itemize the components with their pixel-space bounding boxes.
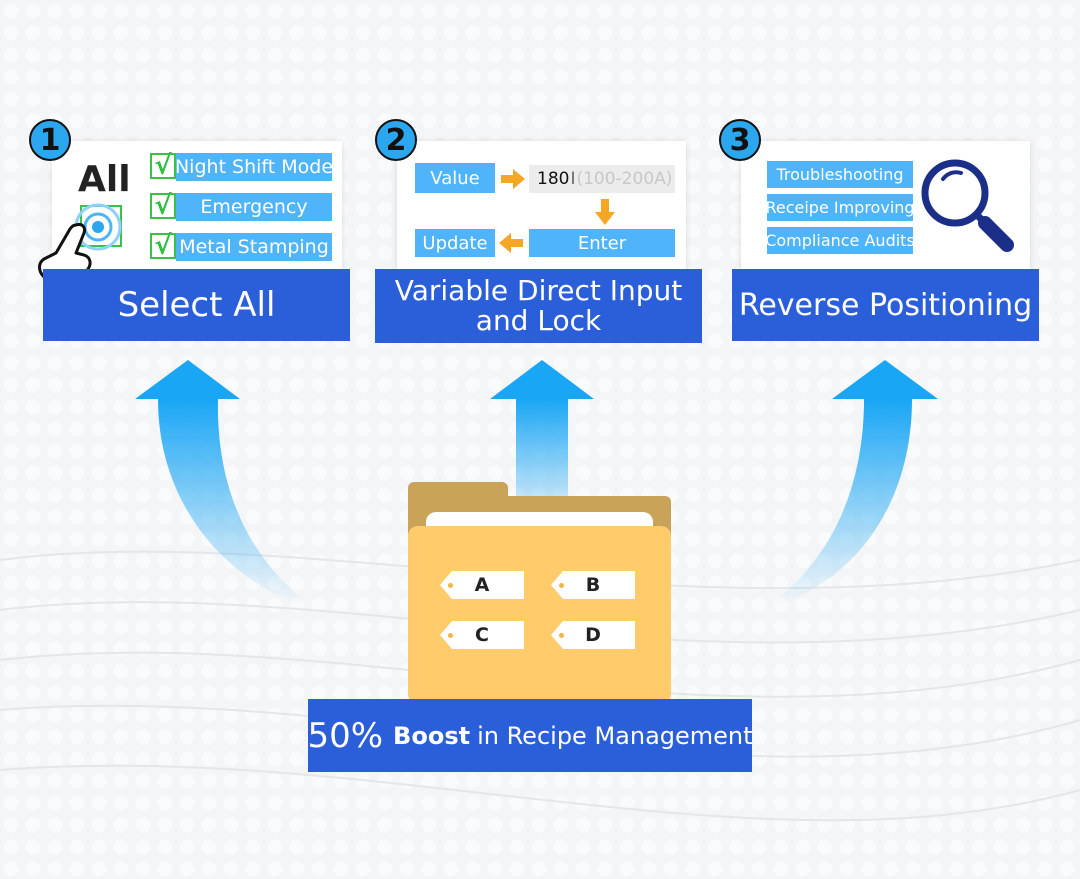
value-input[interactable]: 180 I (100-200A) <box>529 165 675 193</box>
step1-title: Select All <box>43 269 350 341</box>
value-label: Value <box>415 163 495 193</box>
text-cursor-icon: I <box>570 169 576 189</box>
step2-panel: Value 180 I (100-200A) Update Enter <box>397 141 686 271</box>
step2-title: Variable Direct Input and Lock <box>375 269 702 343</box>
boost-banner: 50% Boost in Recipe Management <box>307 699 753 772</box>
arrow-left <box>135 360 310 605</box>
item-compliance-audits[interactable]: Compliance Audits <box>765 227 915 254</box>
option-metal-stamping[interactable]: Metal Stamping <box>176 233 332 261</box>
step2-title-line1: Variable Direct Input <box>394 274 683 307</box>
step1-panel: All √ Night Shift Mode √ Emergency √ Met… <box>38 141 342 289</box>
option-emergency[interactable]: Emergency <box>176 193 332 221</box>
recipe-tag-b[interactable]: B <box>551 571 635 599</box>
arrow-down-icon <box>595 199 615 225</box>
arrow-right-icon <box>501 169 525 189</box>
banner-percent: 50% <box>307 715 384 756</box>
all-label: All <box>78 159 131 200</box>
item-receipe-improving[interactable]: Receipe Improving <box>765 194 915 221</box>
step3-panel: Troubleshooting Receipe Improving Compli… <box>741 141 1030 271</box>
tag-hole <box>559 583 564 588</box>
recipe-tag-a[interactable]: A <box>440 571 524 599</box>
banner-rest: in Recipe Management <box>477 721 753 750</box>
step-number-badge: 2 <box>375 119 417 161</box>
step2-title-line2: and Lock <box>475 304 602 337</box>
item-troubleshooting[interactable]: Troubleshooting <box>767 161 913 188</box>
check-icon[interactable]: √ <box>150 193 176 219</box>
magnifier-icon <box>921 159 1014 252</box>
check-icon[interactable]: √ <box>150 233 176 259</box>
input-value: 180 <box>537 169 570 189</box>
update-button[interactable]: Update <box>415 229 495 257</box>
tag-hole <box>559 633 564 638</box>
recipe-tag-d[interactable]: D <box>551 621 635 649</box>
tag-hole <box>448 583 453 588</box>
input-range-hint: (100-200A) <box>576 169 673 189</box>
step-number-badge: 1 <box>29 119 71 161</box>
check-icon[interactable]: √ <box>150 153 176 179</box>
tag-hole <box>448 633 453 638</box>
option-night-shift-mode[interactable]: Night Shift Mode <box>175 153 333 181</box>
banner-boost: Boost <box>393 721 471 750</box>
folder-front <box>408 526 671 704</box>
step3-title: Reverse Positioning <box>732 269 1039 341</box>
arrow-right <box>770 360 938 605</box>
arrow-left-icon <box>499 233 523 253</box>
enter-button[interactable]: Enter <box>529 229 675 257</box>
step-number-badge: 3 <box>719 119 761 161</box>
recipe-tag-c[interactable]: C <box>440 621 524 649</box>
